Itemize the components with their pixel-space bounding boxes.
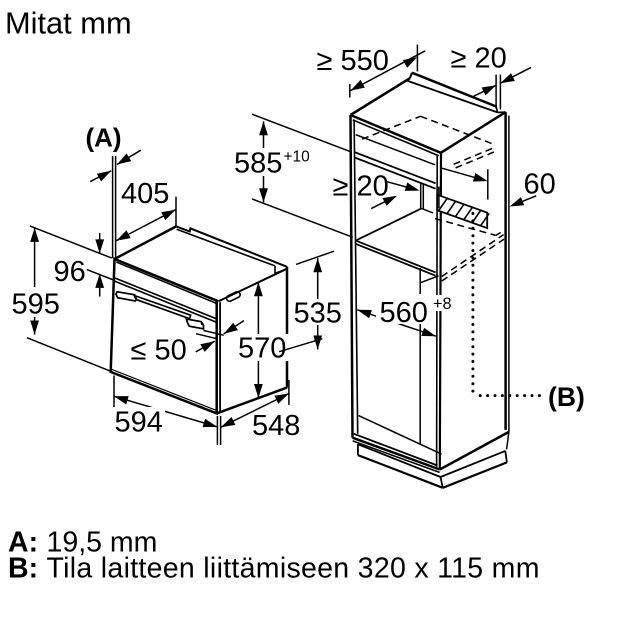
svg-text:535: 535 (294, 298, 342, 330)
svg-text:+10: +10 (284, 149, 311, 166)
svg-text:Tila laitteen liittämiseen 320: Tila laitteen liittämiseen 320 x 115 mm (47, 553, 540, 585)
svg-text:≥ 20: ≥ 20 (333, 171, 389, 203)
svg-text:570: 570 (238, 333, 286, 365)
svg-text:≥ 20: ≥ 20 (451, 42, 507, 74)
svg-text:595: 595 (12, 289, 60, 321)
svg-text:(A): (A) (86, 123, 122, 153)
svg-text:60: 60 (524, 169, 556, 201)
svg-text:Mitat mm: Mitat mm (5, 6, 132, 41)
svg-text:(B): (B) (548, 382, 585, 412)
svg-text:19,5 mm: 19,5 mm (47, 527, 158, 559)
svg-text:96: 96 (54, 256, 86, 288)
svg-text:405: 405 (121, 178, 169, 210)
svg-text:560: 560 (380, 297, 428, 329)
svg-text:585: 585 (234, 148, 282, 180)
svg-text:≤ 50: ≤ 50 (131, 335, 187, 367)
svg-text:+8: +8 (433, 295, 452, 313)
svg-text:≥ 550: ≥ 550 (317, 45, 389, 77)
svg-text:A:: A: (8, 527, 38, 559)
svg-text:B:: B: (8, 553, 38, 585)
svg-text:548: 548 (252, 410, 300, 442)
svg-text:594: 594 (115, 407, 163, 439)
